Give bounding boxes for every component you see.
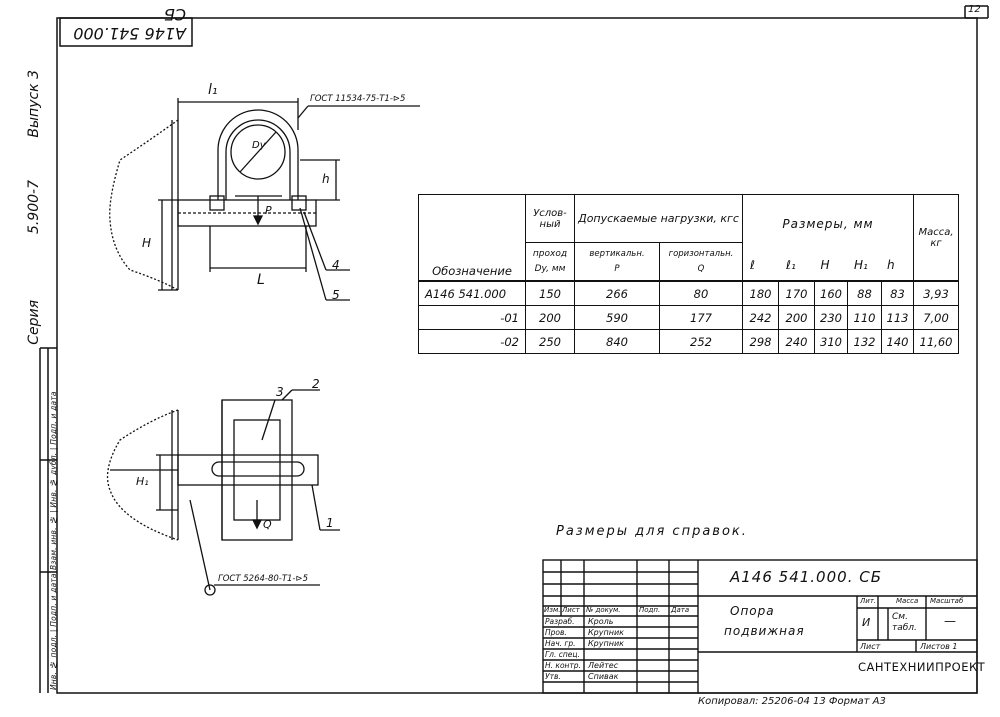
callout-2: 2 — [312, 377, 320, 391]
tb-organization: САНТЕХНИИПРОЕКТ — [858, 660, 986, 674]
elevation-view — [109, 98, 420, 301]
th-designation: Обозначение — [418, 194, 526, 281]
tb-person: Спивак — [588, 672, 619, 681]
cell-h: 83 — [881, 281, 914, 306]
tb-hdr-sign: Подп. — [639, 606, 661, 614]
cell-l1: 170 — [778, 281, 815, 306]
callout-4: 4 — [332, 258, 340, 272]
th-nominal-2a: проход — [532, 248, 568, 259]
cell-p: 840 — [574, 329, 660, 354]
label-dy: Dy — [252, 140, 266, 151]
tb-lit-label: Лит. — [860, 597, 877, 605]
weld-note-top: ГОСТ 11534-75-Т1-⊳5 — [310, 94, 406, 104]
tb-person: Лейтес — [588, 661, 619, 670]
label-p: P — [265, 204, 272, 217]
th-p: P — [614, 263, 620, 274]
tb-sheet-label: Лист — [860, 642, 881, 651]
weld-note-bottom: ГОСТ 5264-80-Т1-⊳5 — [218, 574, 309, 584]
dim-h-big: Н — [142, 236, 152, 250]
tb-sheets-label: Листов 1 — [920, 642, 958, 651]
cell-l1: 200 — [778, 305, 815, 330]
cell-dy: 200 — [525, 305, 575, 330]
tb-role: Гл. спец. — [545, 650, 580, 659]
tb-name-2: подвижная — [724, 624, 805, 638]
tb-role: Пров. — [545, 628, 567, 637]
dimensions-table: Обозначение Услов-ный Допускаемые нагруз… — [418, 194, 959, 354]
cell-l1: 240 — [778, 329, 815, 354]
tb-name-1: Опора — [730, 604, 775, 618]
tb-hdr-doc: № докум. — [586, 606, 621, 614]
label-q: Q — [263, 518, 272, 531]
tb-role: Разраб. — [545, 617, 575, 626]
rotated-code-box — [59, 17, 193, 47]
cell-H: 310 — [814, 329, 848, 354]
cell-designation: -02 — [418, 329, 526, 354]
tb-person: Крупник — [588, 628, 624, 637]
th-horizontal-label: горизонтальн. — [668, 248, 734, 259]
tb-scale-value: — — [944, 614, 956, 628]
tb-hdr-list: Лист — [562, 606, 580, 614]
cell-l: 242 — [742, 305, 779, 330]
tb-hdr-date: Дата — [671, 606, 690, 614]
th-vertical-label: вертикальн. — [589, 248, 645, 259]
tb-copy-line: Копировал: 25206-04 13 Формат А3 — [698, 696, 886, 707]
dim-l: L — [257, 272, 265, 288]
callout-5: 5 — [332, 288, 340, 302]
th-size-col: ℓ₁ — [786, 258, 796, 272]
cell-l: 298 — [742, 329, 779, 354]
tb-person: Крупник — [588, 639, 624, 648]
dim-l1: l₁ — [208, 82, 218, 98]
tb-mass-label: Масса — [896, 597, 919, 605]
page-number: 12 — [968, 4, 981, 15]
th-mass: Масса, кг — [913, 194, 959, 281]
cell-mass: 11,60 — [913, 329, 959, 354]
cell-p: 266 — [574, 281, 660, 306]
th-nominal-3: Dy, мм — [534, 263, 566, 274]
sheet-frame — [56, 17, 978, 694]
tb-role: Н. контр. — [545, 661, 581, 670]
th-size-col: ℓ — [750, 258, 755, 272]
tb-lit-value: И — [862, 616, 871, 629]
th-nominal-1: Услов-ный — [525, 194, 575, 243]
dim-h1: H₁ — [136, 475, 149, 488]
tb-hdr-izm: Изм. — [544, 606, 561, 614]
th-nominal-2: проход Dy, мм — [525, 242, 575, 281]
tb-person: Кроль — [588, 617, 614, 626]
th-size-col: Н — [820, 258, 830, 272]
cell-h: 140 — [881, 329, 914, 354]
cell-mass: 7,00 — [913, 305, 959, 330]
th-vertical: вертикальн. P — [574, 242, 660, 281]
callout-3: 3 — [276, 385, 284, 399]
tb-mass-value: См. табл. — [892, 612, 917, 633]
cell-H1: 88 — [847, 281, 882, 306]
tb-scale-label: Масштаб — [930, 597, 964, 605]
cell-dy: 150 — [525, 281, 575, 306]
cell-dy: 250 — [525, 329, 575, 354]
th-size-col: h — [887, 258, 895, 272]
dim-h-small: h — [322, 172, 330, 186]
cell-H1: 110 — [847, 305, 882, 330]
reference-note: Размеры для справок. — [556, 524, 748, 539]
tb-role: Утв. — [545, 672, 561, 681]
tb-role: Нач. гр. — [545, 639, 576, 648]
cell-q: 80 — [659, 281, 743, 306]
th-horizontal: горизонтальн. Q — [659, 242, 743, 281]
th-q: Q — [697, 263, 705, 274]
tb-code: А146 541.000. СБ — [730, 568, 882, 586]
th-sizes: Размеры, мм — [742, 194, 914, 281]
plan-view — [106, 389, 340, 596]
cell-q: 252 — [659, 329, 743, 354]
cell-designation: -01 — [418, 305, 526, 330]
th-loads: Допускаемые нагрузки, кгс — [574, 194, 743, 243]
cell-H: 160 — [814, 281, 848, 306]
callout-1: 1 — [326, 516, 334, 530]
th-size-col: Н₁ — [854, 258, 868, 272]
